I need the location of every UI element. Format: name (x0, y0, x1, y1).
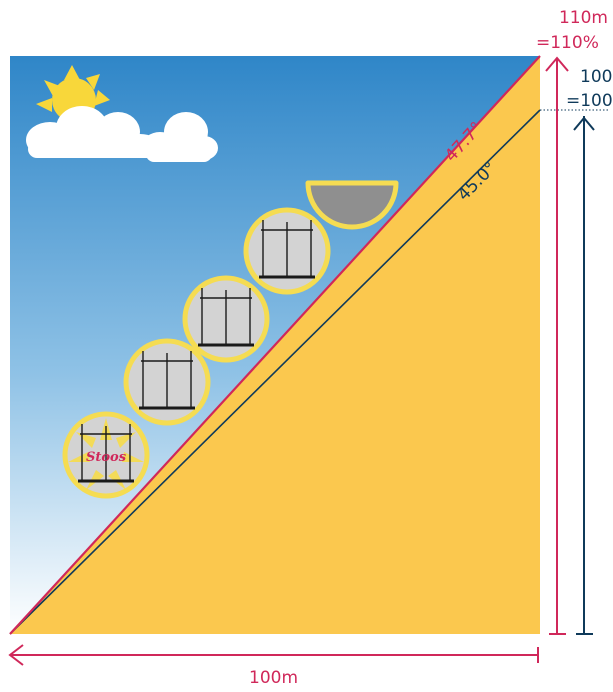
reference-height-label: 100 (580, 67, 613, 87)
cloud-icon (142, 112, 218, 162)
cabin-4 (243, 207, 331, 295)
slope-height-arrow (545, 56, 569, 635)
slope-height-value: 110m (558, 8, 608, 28)
slope-height-label: 110m (538, 8, 608, 28)
top-station-bowl (305, 180, 399, 230)
cabin-2 (123, 338, 211, 426)
cabin-1 (62, 411, 150, 499)
horizontal-distance-label: 100m (249, 668, 299, 688)
reference-line (9, 109, 541, 635)
slope-line (9, 55, 541, 635)
cabin-3 (182, 275, 270, 363)
cabin-sign-text: Stoos (86, 450, 127, 465)
slope-percent-label: =110% (536, 33, 599, 53)
reference-percent-label: =100 (566, 91, 613, 111)
horizontal-distance-arrow (8, 644, 539, 666)
reference-height-arrow (573, 116, 595, 635)
